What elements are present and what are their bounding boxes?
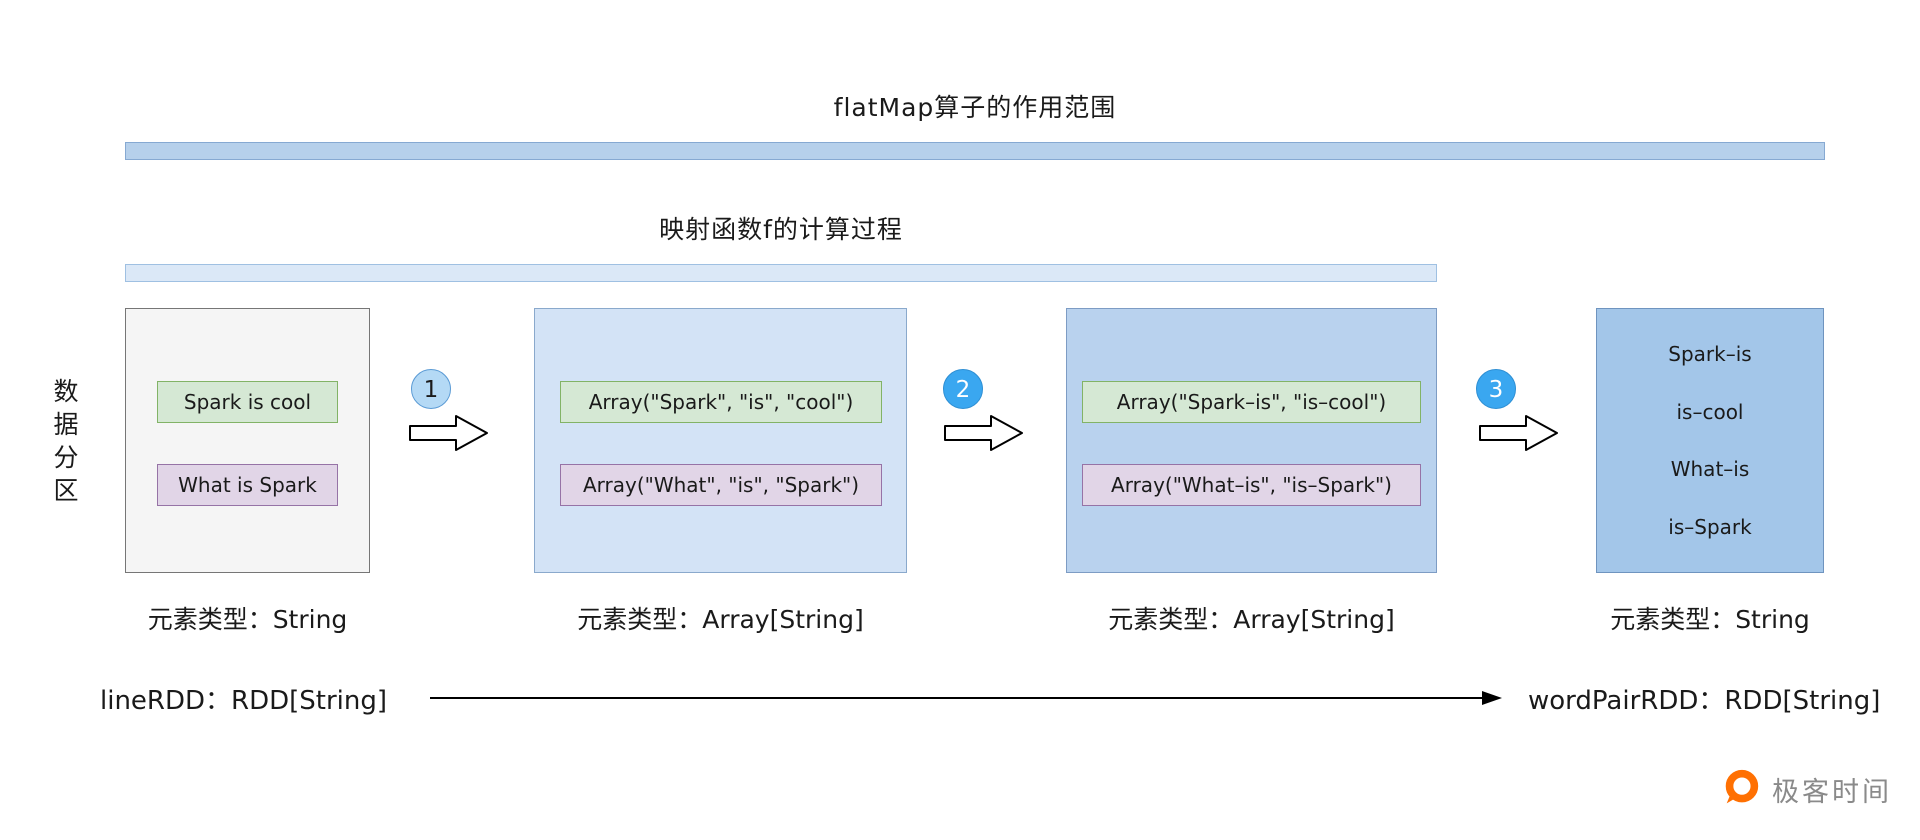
rdd-flow-arrow — [430, 691, 1502, 705]
step-3-badge: 3 — [1476, 369, 1516, 409]
data-item: is–Spark — [1668, 514, 1752, 539]
data-partition-label: 数据分区 — [50, 378, 79, 510]
partition-box-paired: Array("Spark–is", "is–cool") Array("What… — [1066, 308, 1437, 573]
data-item: Spark–is — [1668, 342, 1752, 367]
data-item: What is Spark — [157, 464, 338, 506]
step-1-badge: 1 — [411, 369, 451, 409]
map-function-title: 映射函数f的计算过程 — [659, 215, 903, 244]
brand-footer: 极客时间 — [1720, 768, 1892, 810]
line-rdd-label: lineRDD：RDD[String] — [100, 686, 388, 716]
step-2-badge: 2 — [943, 369, 983, 409]
element-type-label: 元素类型：String — [147, 605, 348, 634]
flatmap-scope-bar — [125, 142, 1825, 160]
partition-box-input: Spark is cool What is Spark — [125, 308, 370, 573]
data-item: Array("What–is", "is–Spark") — [1082, 464, 1421, 506]
geektime-logo-icon — [1725, 769, 1759, 804]
element-type-label: 元素类型：Array[String] — [1108, 605, 1395, 634]
element-type-label: 元素类型：Array[String] — [577, 605, 864, 634]
data-item: What–is — [1670, 457, 1750, 482]
arrow-right-icon — [409, 415, 488, 451]
data-item: is–cool — [1676, 399, 1744, 424]
data-item: Array("Spark", "is", "cool") — [560, 381, 882, 423]
map-function-bar — [125, 264, 1437, 282]
data-item: Array("Spark–is", "is–cool") — [1082, 381, 1421, 423]
partition-box-split: Array("Spark", "is", "cool") Array("What… — [534, 308, 907, 573]
arrow-right-icon — [1479, 415, 1558, 451]
element-type-label: 元素类型：String — [1610, 605, 1810, 634]
brand-name: 极客时间 — [1772, 776, 1892, 808]
data-item: Spark is cool — [157, 381, 338, 423]
flatmap-scope-title: flatMap算子的作用范围 — [833, 93, 1117, 122]
data-item: Array("What", "is", "Spark") — [560, 464, 882, 506]
partition-box-output: Spark–is is–cool What–is is–Spark — [1596, 308, 1824, 573]
word-pair-rdd-label: wordPairRDD：RDD[String] — [1528, 686, 1881, 716]
arrow-right-icon — [944, 415, 1023, 451]
